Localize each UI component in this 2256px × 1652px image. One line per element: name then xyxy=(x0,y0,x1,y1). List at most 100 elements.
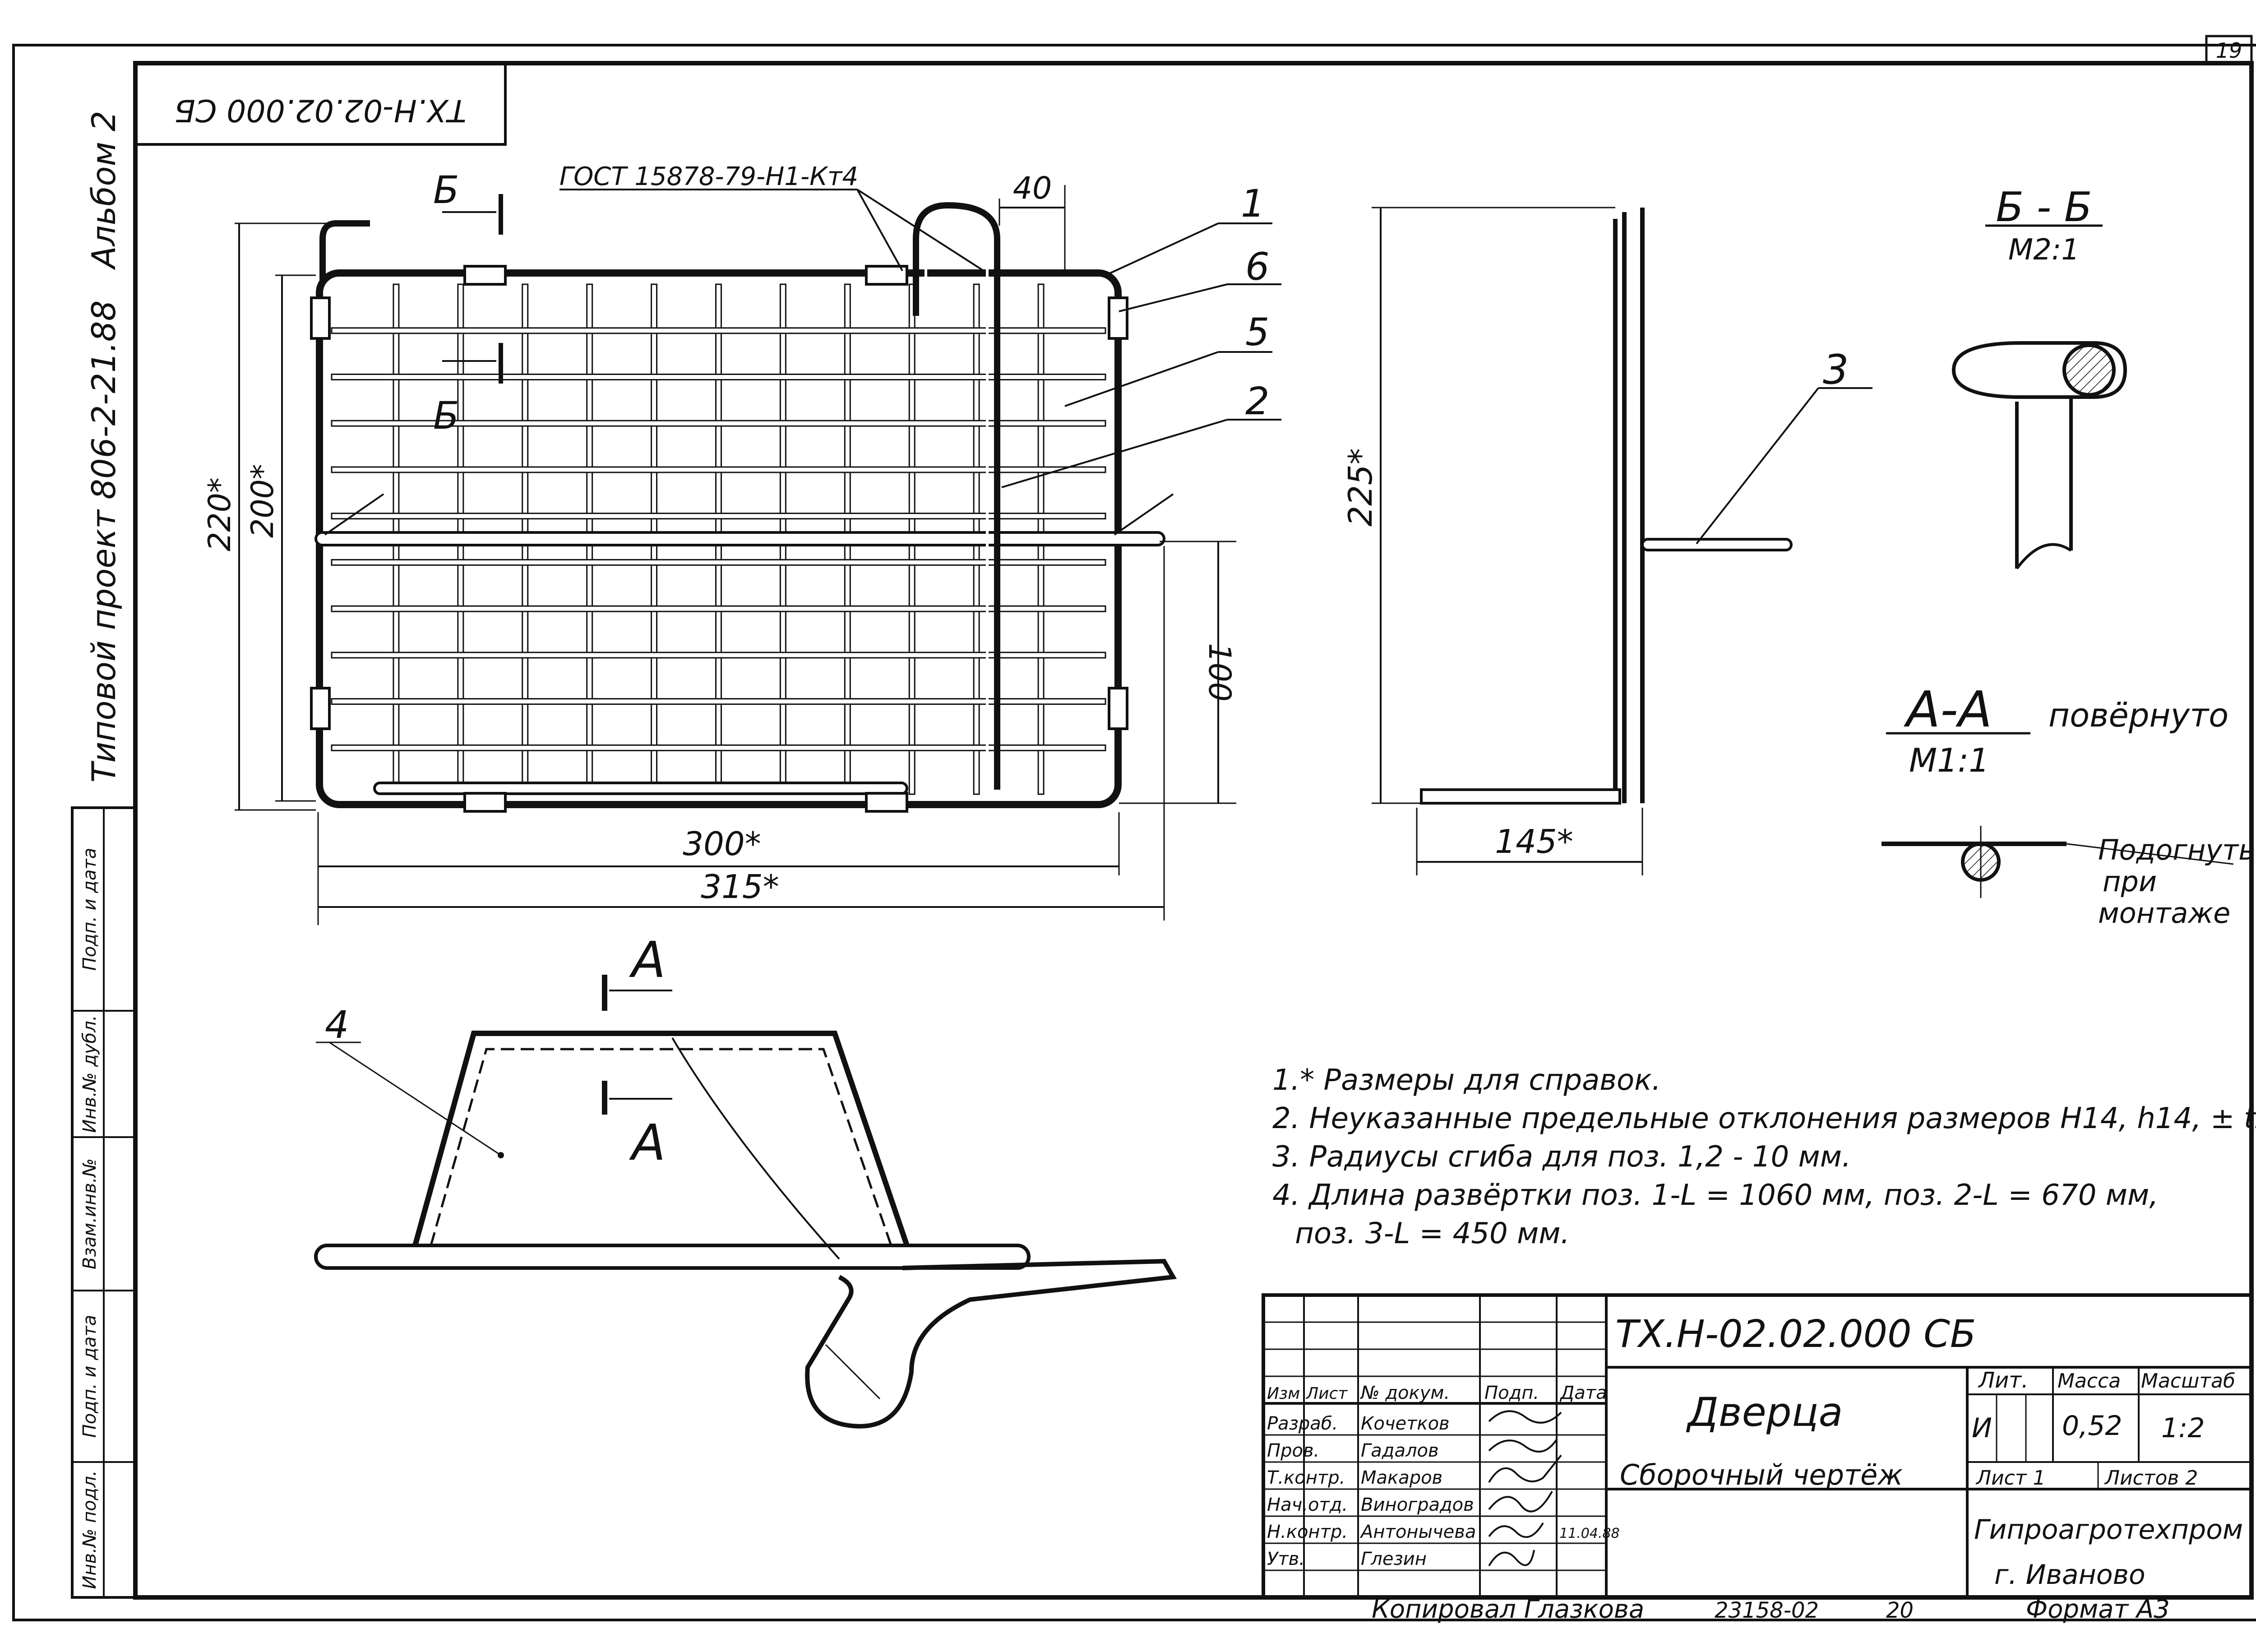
tb-mass: 0,52 xyxy=(2062,1410,2122,1442)
format-label: Формат А3 xyxy=(2026,1595,2170,1624)
note-2: 2. Неуказанные предельные отклонения раз… xyxy=(1272,1102,2256,1135)
mesh-wire-horizontal xyxy=(331,652,1106,659)
dim-200: 200* xyxy=(245,464,281,538)
page-number: 19 xyxy=(2216,38,2242,63)
tb-name-3: Макаров xyxy=(1361,1467,1442,1488)
section-aa-note: повёрнуто xyxy=(2048,696,2228,734)
callout-3: 3 xyxy=(1823,346,1849,393)
dim-225: 225* xyxy=(1341,448,1379,526)
note-3: 3. Радиусы сгиба для поз. 1,2 - 10 мм. xyxy=(1272,1140,1851,1174)
stamp-inv-dubl: Инв.№ дубл. xyxy=(79,1015,100,1133)
section-bb-title: Б - Б xyxy=(1996,184,2092,231)
stamp-podp-data-2: Подп. и дата xyxy=(79,848,100,971)
tb-scale: 1:2 xyxy=(2161,1412,2205,1444)
dim-220: 220* xyxy=(202,477,238,551)
section-bb: Б - Б М2:1 xyxy=(1951,184,2127,569)
stamp-inv-podl: Инв.№ подл. xyxy=(79,1470,100,1589)
mirrored-code-box: ТХ.Н-02.02.000 СБ xyxy=(134,62,507,146)
section-aa-scale: М1:1 xyxy=(1909,741,1989,779)
tb-head-date: Дата xyxy=(1559,1383,1607,1403)
tb-role-6: Утв. xyxy=(1267,1549,1305,1569)
tb-doctype: Сборочный чертёж xyxy=(1620,1458,1903,1491)
mirrored-code: ТХ.Н-02.02.000 СБ xyxy=(174,92,466,128)
gost-label: ГОСТ 15878-79-Н1-Кт4 xyxy=(559,162,858,191)
mesh-wire-horizontal xyxy=(331,605,1106,612)
tb-lit: И xyxy=(1972,1412,1992,1444)
callout-2: 2 xyxy=(1245,379,1269,423)
bend-note-1: Подогнуть xyxy=(2098,833,2255,866)
callout-4: 4 xyxy=(325,1003,349,1047)
dim-145: 145* xyxy=(1495,823,1573,861)
section-bb-scale: М2:1 xyxy=(2008,233,2080,267)
album-label: Альбом 2 xyxy=(85,111,123,270)
side-stamp: Инв.№ подл. Подп. и дата Взам.инв.№ Инв.… xyxy=(71,806,137,1599)
main-dimensions: 220* 200* 100 40 300* 315* xyxy=(202,171,1237,925)
mesh-wire-horizontal xyxy=(331,466,1106,473)
copied-by: Копировал Глазкова xyxy=(1372,1595,1644,1624)
tb-scale-label: Масштаб xyxy=(2141,1370,2235,1393)
tb-head-izm: Изм xyxy=(1267,1384,1300,1403)
bottom-view: 4 А А xyxy=(314,931,1177,1429)
tb-name-5: Антонычева xyxy=(1359,1522,1476,1542)
tb-date: 11.04.88 xyxy=(1559,1526,1620,1541)
dim-100: 100 xyxy=(1202,643,1237,702)
section-a-top: А xyxy=(629,931,666,989)
mesh-wire-horizontal xyxy=(331,513,1106,520)
tb-name-4: Виноградов xyxy=(1361,1495,1474,1515)
section-b-marks: Б Б xyxy=(433,168,503,438)
tb-role-1: Разраб. xyxy=(1267,1413,1338,1434)
tb-sheets: Листов 2 xyxy=(2104,1467,2198,1490)
dim-315: 315* xyxy=(701,868,779,906)
mesh-wire-horizontal xyxy=(331,373,1106,380)
tb-head-list: Лист xyxy=(1305,1384,1348,1403)
section-aa: А-А М1:1 повёрнуто Подогнуть при монтаже xyxy=(1882,680,2255,930)
signatures xyxy=(1488,1410,1562,1567)
order-suffix: 20 xyxy=(1886,1598,1914,1623)
mesh-wire-horizontal xyxy=(331,744,1106,751)
tb-name-6: Глезин xyxy=(1361,1549,1427,1569)
title-block: Изм Лист № докум. Подп. Дата Разраб. Коч… xyxy=(1262,1293,2253,1599)
mesh-wire-horizontal xyxy=(331,327,1106,334)
dim-40: 40 xyxy=(1013,171,1052,206)
tb-lit-label: Лит. xyxy=(1978,1368,2029,1393)
callout-6: 6 xyxy=(1245,245,1269,289)
section-b-bottom: Б xyxy=(433,393,459,438)
bend-note-2: при xyxy=(2103,865,2157,898)
tb-head-podp: Подп. xyxy=(1484,1383,1539,1403)
callout-5: 5 xyxy=(1245,310,1269,354)
section-b-top: Б xyxy=(433,168,459,212)
dim-300: 300* xyxy=(683,825,761,863)
callout-1: 1 xyxy=(1241,181,1265,226)
note-5: поз. 3-L = 450 мм. xyxy=(1295,1217,1570,1250)
main-view xyxy=(310,202,1174,813)
section-aa-title: А-А xyxy=(1904,680,1992,738)
tb-head-doc: № докум. xyxy=(1360,1383,1450,1403)
mesh-wire-horizontal xyxy=(331,698,1106,705)
tb-name: Дверца xyxy=(1686,1389,1843,1435)
mesh-wire-horizontal xyxy=(331,559,1106,566)
stamp-podp-data-1: Подп. и дата xyxy=(79,1315,100,1438)
notes: 1.* Размеры для справок. 2. Неуказанные … xyxy=(1272,1064,2256,1250)
main-callouts: 1 6 5 2 xyxy=(1001,181,1281,488)
project-title: Типовой проект 806-2-21.88 xyxy=(85,301,123,783)
tb-code: ТХ.Н-02.02.000 СБ xyxy=(1615,1312,1976,1356)
stamp-vzam-inv: Взам.инв.№ xyxy=(79,1158,100,1269)
tb-role-3: Т.контр. xyxy=(1267,1467,1345,1488)
tb-name-1: Кочетков xyxy=(1361,1413,1450,1434)
order-number: 23158-02 xyxy=(1715,1598,1819,1623)
tb-name-2: Гадалов xyxy=(1361,1440,1439,1461)
note-4: 4. Длина развёртки поз. 1-L = 1060 мм, п… xyxy=(1272,1179,2159,1212)
note-1: 1.* Размеры для справок. xyxy=(1272,1064,1661,1097)
bend-note-3: монтаже xyxy=(2098,897,2230,930)
tb-role-5: Н.контр. xyxy=(1267,1522,1348,1542)
side-view: 3 225* 145* xyxy=(1341,207,1872,875)
tb-org: Гипроагротехпром xyxy=(1974,1514,2243,1546)
mesh-wire-horizontal xyxy=(331,420,1106,427)
tb-role-2: Пров. xyxy=(1267,1440,1319,1461)
tb-mass-label: Масса xyxy=(2057,1370,2121,1393)
section-a-bottom: А xyxy=(629,1114,666,1171)
tb-role-4: Нач.отд. xyxy=(1267,1495,1348,1515)
tb-city: г. Иваново xyxy=(1994,1559,2145,1591)
